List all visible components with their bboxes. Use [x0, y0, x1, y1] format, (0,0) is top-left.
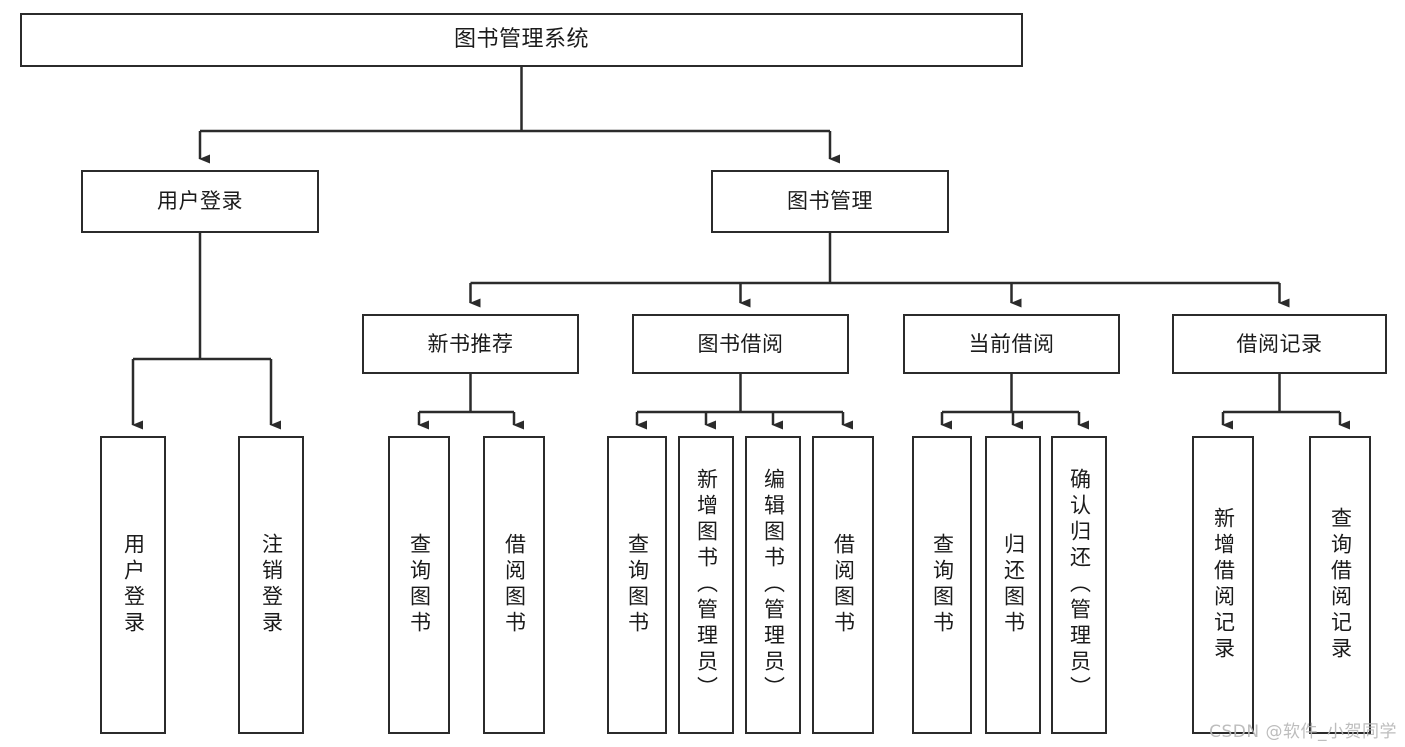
node-label-leaf-edit-book-admin: 编辑图书（管理员）	[761, 468, 786, 702]
node-book-borrow[interactable]: 图书借阅	[632, 314, 849, 374]
node-root[interactable]: 图书管理系统	[20, 13, 1023, 67]
node-leaf-query-book-2[interactable]: 查询图书	[607, 436, 667, 734]
node-label-leaf-query-book-2: 查询图书	[625, 533, 650, 637]
node-label-leaf-add-borrow-record: 新增借阅记录	[1211, 507, 1236, 663]
node-current-borrow[interactable]: 当前借阅	[903, 314, 1120, 374]
node-leaf-query-borrow-record[interactable]: 查询借阅记录	[1309, 436, 1371, 734]
node-label-leaf-user-login: 用户登录	[121, 533, 146, 637]
node-label-book-borrow: 图书借阅	[697, 331, 784, 356]
node-leaf-borrow-book-2[interactable]: 借阅图书	[812, 436, 874, 734]
node-label-leaf-add-book-admin: 新增图书（管理员）	[694, 468, 719, 702]
node-label-current-borrow: 当前借阅	[968, 331, 1055, 356]
node-label-leaf-borrow-book-1: 借阅图书	[502, 533, 527, 637]
node-label-leaf-query-book-3: 查询图书	[930, 533, 955, 637]
node-borrow-record[interactable]: 借阅记录	[1172, 314, 1387, 374]
node-label-leaf-query-borrow-record: 查询借阅记录	[1328, 507, 1353, 663]
node-leaf-edit-book-admin[interactable]: 编辑图书（管理员）	[745, 436, 801, 734]
node-label-leaf-logout-login: 注销登录	[259, 533, 284, 637]
node-leaf-logout-login[interactable]: 注销登录	[238, 436, 304, 734]
node-label-leaf-confirm-return-admin: 确认归还（管理员）	[1067, 468, 1092, 702]
node-leaf-borrow-book-1[interactable]: 借阅图书	[483, 436, 545, 734]
node-label-borrow-record: 借阅记录	[1236, 331, 1323, 356]
node-leaf-add-borrow-record[interactable]: 新增借阅记录	[1192, 436, 1254, 734]
node-label-root: 图书管理系统	[453, 27, 589, 53]
node-label-new-book-recommend: 新书推荐	[427, 331, 514, 356]
node-leaf-user-login[interactable]: 用户登录	[100, 436, 166, 734]
node-leaf-return-book[interactable]: 归还图书	[985, 436, 1041, 734]
node-user-login[interactable]: 用户登录	[81, 170, 319, 233]
node-label-leaf-borrow-book-2: 借阅图书	[831, 533, 856, 637]
node-label-user-login: 用户登录	[157, 189, 243, 214]
node-leaf-query-book-1[interactable]: 查询图书	[388, 436, 450, 734]
node-leaf-confirm-return-admin[interactable]: 确认归还（管理员）	[1051, 436, 1107, 734]
node-book-manage[interactable]: 图书管理	[711, 170, 949, 233]
node-leaf-query-book-3[interactable]: 查询图书	[912, 436, 972, 734]
node-label-leaf-query-book-1: 查询图书	[407, 533, 432, 637]
node-new-book-recommend[interactable]: 新书推荐	[362, 314, 579, 374]
node-label-leaf-return-book: 归还图书	[1001, 533, 1026, 637]
node-label-book-manage: 图书管理	[787, 189, 873, 214]
connector-group	[131, 67, 1350, 430]
node-leaf-add-book-admin[interactable]: 新增图书（管理员）	[678, 436, 734, 734]
